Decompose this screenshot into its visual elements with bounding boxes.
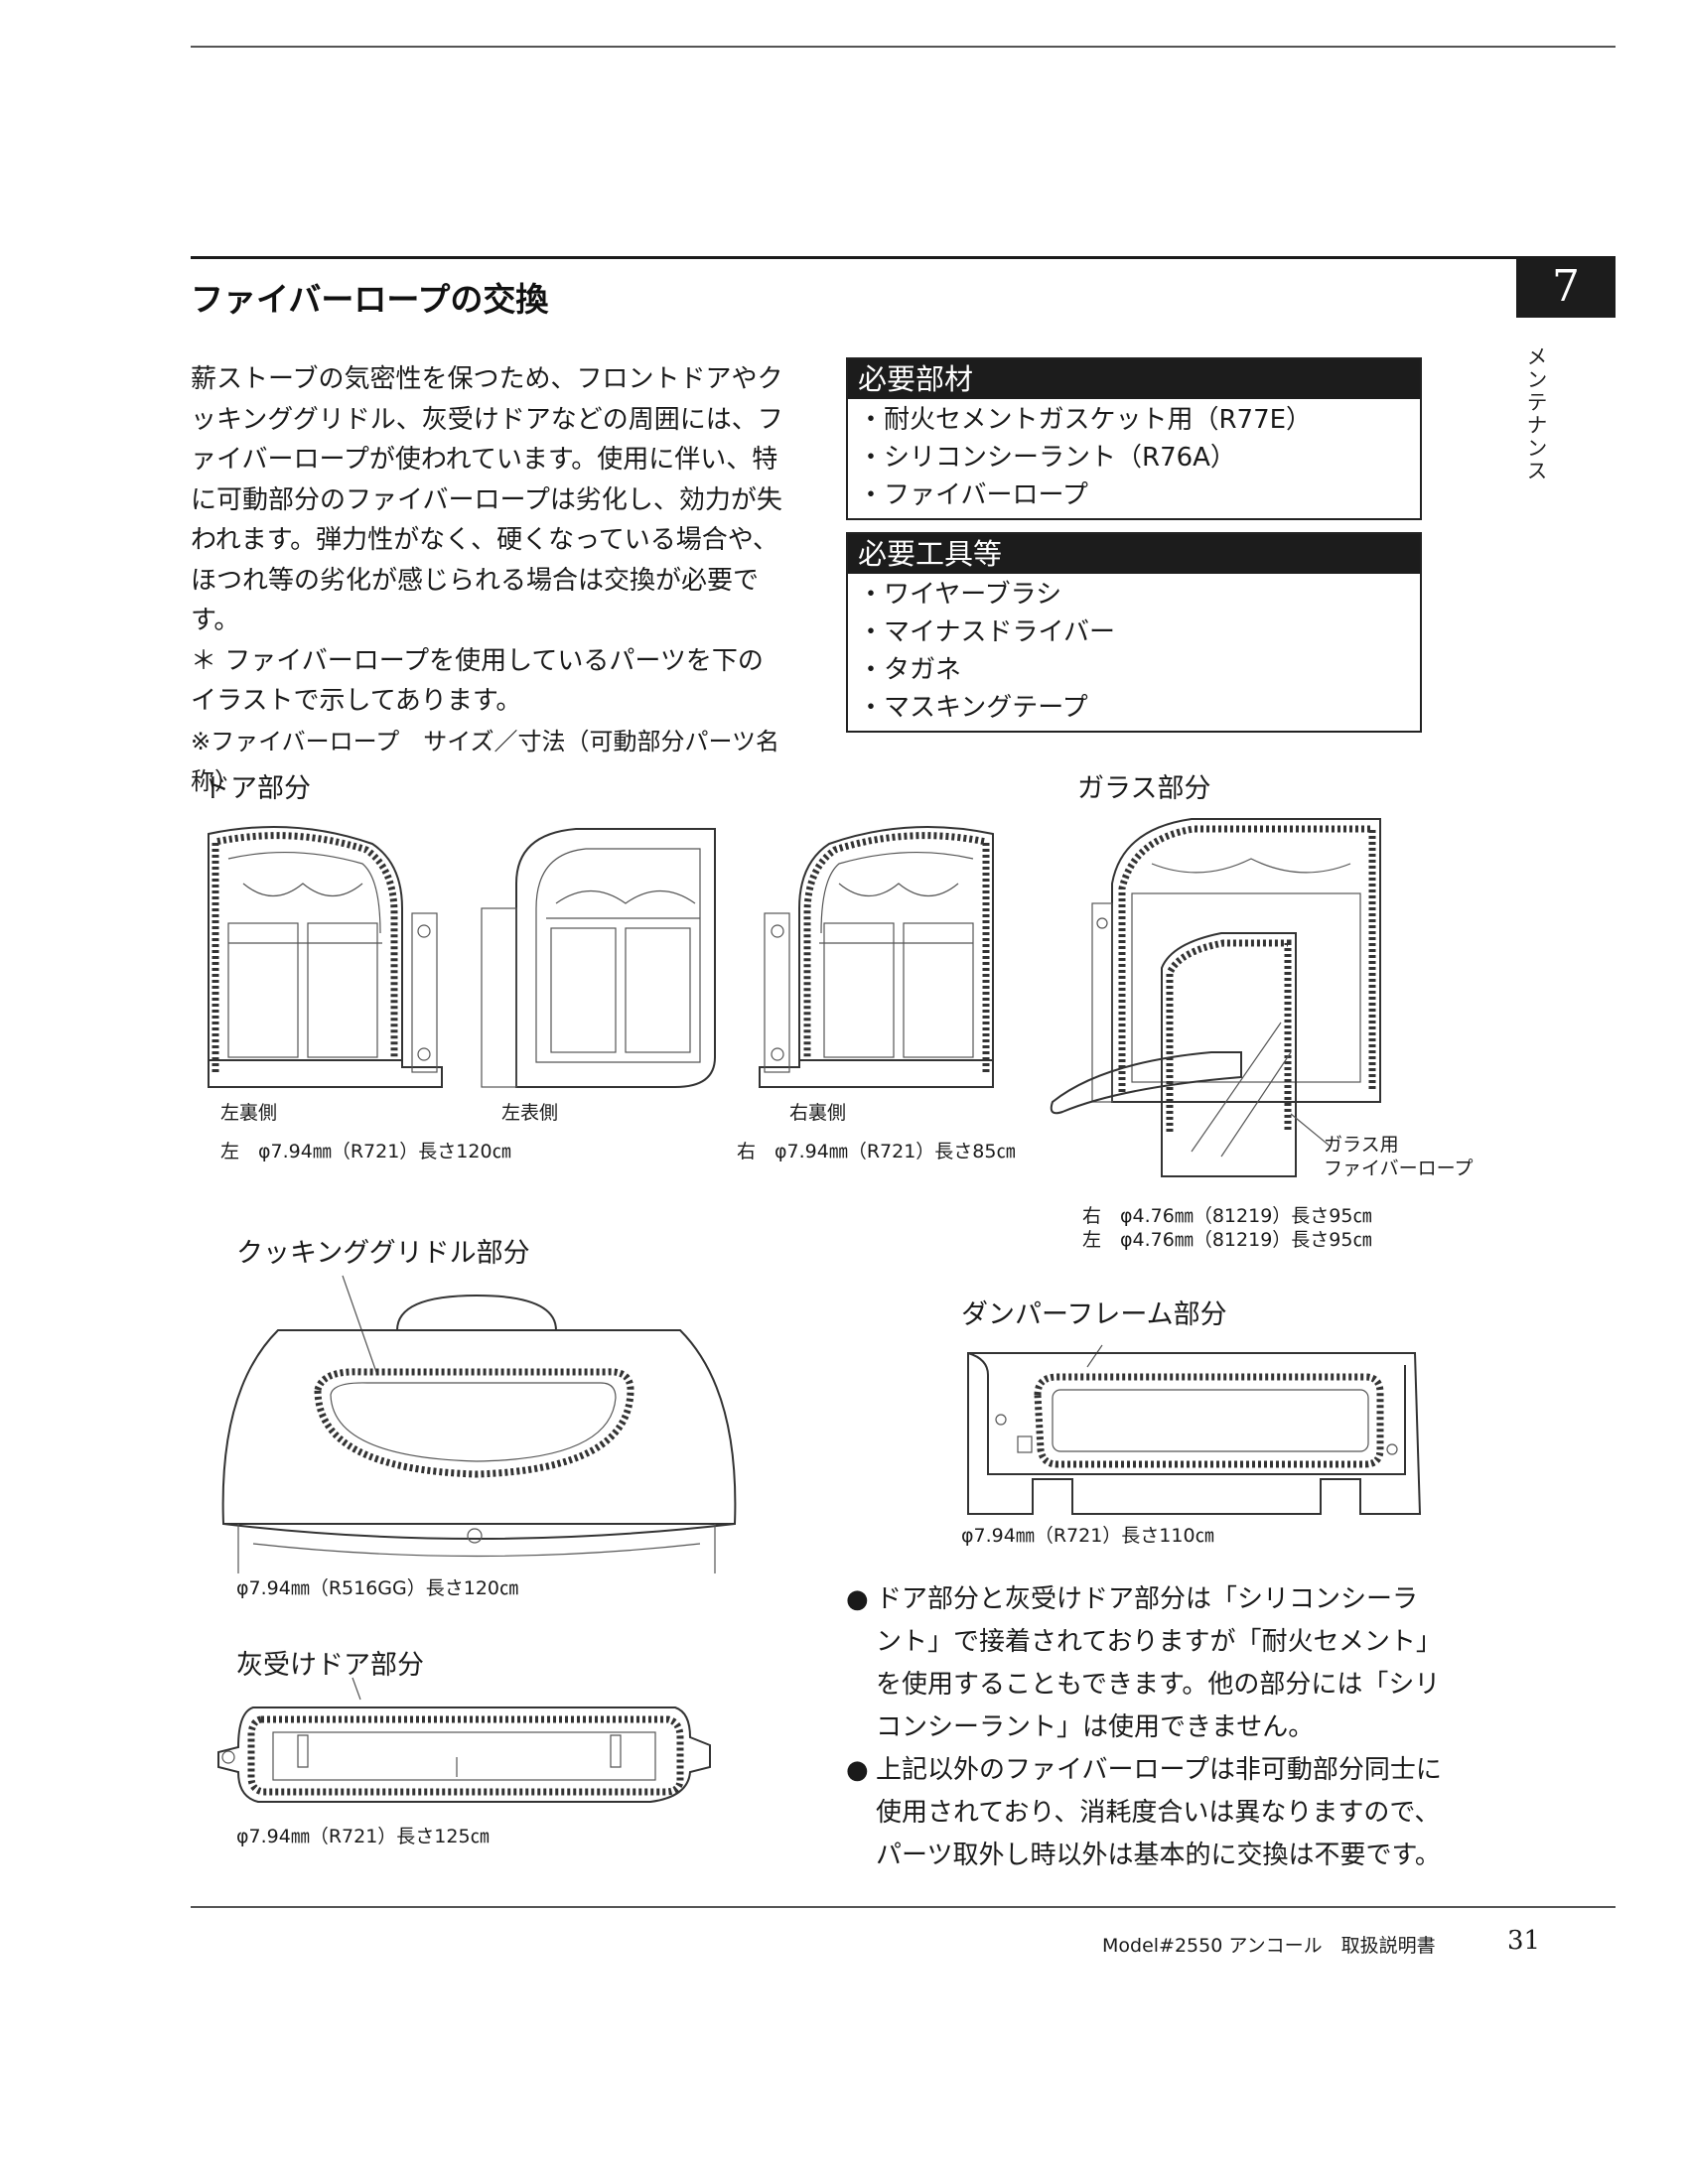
door-right-back-illustration [759,826,994,1088]
footer-rule [191,1906,1616,1908]
glass-illustration [1050,818,1381,1177]
required-parts-list: ・耐火セメントガスケット用（R77E） ・シリコンシーラント（R76A） ・ファ… [848,399,1420,518]
door-spec-left: 左 φ7.94㎜（R721）長さ120㎝ [220,1141,511,1162]
chapter-number-badge: 7 [1516,256,1616,318]
door-left-back-illustration [208,826,443,1088]
top-rule [191,46,1616,48]
list-item: ・耐火セメントガスケット用（R77E） [858,405,1313,435]
door-spec-right: 右 φ7.94㎜（R721）長さ85㎝ [737,1141,1016,1162]
door-caption-right-back: 右裏側 [789,1102,847,1124]
list-item: ・マイナスドライバー [858,617,1115,647]
glass-callout-line2: ファイバーロープ [1324,1158,1474,1179]
required-parts-heading: 必要部材 [848,359,1420,399]
glass-spec-left: 左 φ4.76㎜（81219）長さ95㎝ [1082,1229,1372,1251]
page-number: 31 [1507,1926,1541,1956]
required-tools-box: 必要工具等 ・ワイヤーブラシ ・マイナスドライバー ・タガネ ・マスキングテープ [846,532,1422,733]
damper-spec: φ7.94㎜（R721）長さ110㎝ [961,1525,1214,1547]
glass-spec-right: 右 φ4.76㎜（81219）長さ95㎝ [1082,1205,1372,1227]
list-item: ・シリコンシーラント（R76A） [858,443,1236,473]
glass-callout-line1: ガラス用 [1324,1134,1399,1156]
list-item: ・ワイヤーブラシ [858,580,1062,610]
required-tools-list: ・ワイヤーブラシ ・マイナスドライバー ・タガネ ・マスキングテープ [848,574,1420,731]
section-header: ファイバーロープの交換 7 [191,256,1616,319]
griddle-spec: φ7.94㎜（R516GG）長さ120㎝ [236,1577,519,1599]
chapter-side-label: メンテナンス [1524,345,1548,482]
intro-text: 薪ストーブの気密性を保つため、フロントドアやクッキンググリドル、灰受けドアなどの… [191,359,786,802]
bullet-icon: ● [846,1755,869,1785]
ash-door-section-label: 灰受けドア部分 [236,1650,424,1681]
section-title: ファイバーロープの交換 [191,280,549,319]
ash-door-spec: φ7.94㎜（R721）長さ125㎝ [236,1826,490,1847]
door-caption-left-back: 左裏側 [220,1102,278,1124]
door-left-front-illustration [481,828,716,1088]
bullet-icon: ● [846,1584,869,1614]
intro-paragraph: 薪ストーブの気密性を保つため、フロントドアやクッキンググリドル、灰受けドアなどの… [191,364,783,635]
note-text: ドア部分と灰受けドア部分は「シリコンシーラント」で接着されておりますが「耐火セメ… [876,1584,1442,1742]
door-caption-left-front: 左表側 [501,1102,559,1124]
list-item: ・タガネ [858,655,962,685]
notes: ● ドア部分と灰受けドア部分は「シリコンシーラント」で接着されておりますが「耐火… [846,1578,1442,1877]
damper-illustration [967,1344,1422,1515]
glass-section-label: ガラス部分 [1077,773,1211,804]
required-tools-heading: 必要工具等 [848,534,1420,574]
griddle-section-label: クッキンググリドル部分 [236,1238,530,1269]
intro-note-illustration: ＊ ファイバーロープを使用しているパーツを下のイラストで示してあります。 [191,645,764,717]
note-text: 上記以外のファイバーロープは非可動部分同士に使用されており、消耗度合いは異なりま… [876,1755,1442,1870]
note-item: ● ドア部分と灰受けドア部分は「シリコンシーラント」で接着されておりますが「耐火… [846,1578,1442,1749]
note-item: ● 上記以外のファイバーロープは非可動部分同士に使用されており、消耗度合いは異な… [846,1749,1442,1877]
door-section-label: ドア部分 [204,773,311,804]
damper-section-label: ダンパーフレーム部分 [961,1299,1227,1330]
intro-note-size: ※ファイバーロープ サイズ／寸法（可動部分パーツ名称） [191,727,779,796]
required-parts-box: 必要部材 ・耐火セメントガスケット用（R77E） ・シリコンシーラント（R76A… [846,357,1422,520]
list-item: ・マスキングテープ [858,693,1088,723]
griddle-illustration [221,1275,737,1573]
ash-door-illustration [217,1677,711,1803]
footer-model: Model#2550 アンコール 取扱説明書 [1102,1935,1436,1957]
list-item: ・ファイバーロープ [858,480,1088,510]
